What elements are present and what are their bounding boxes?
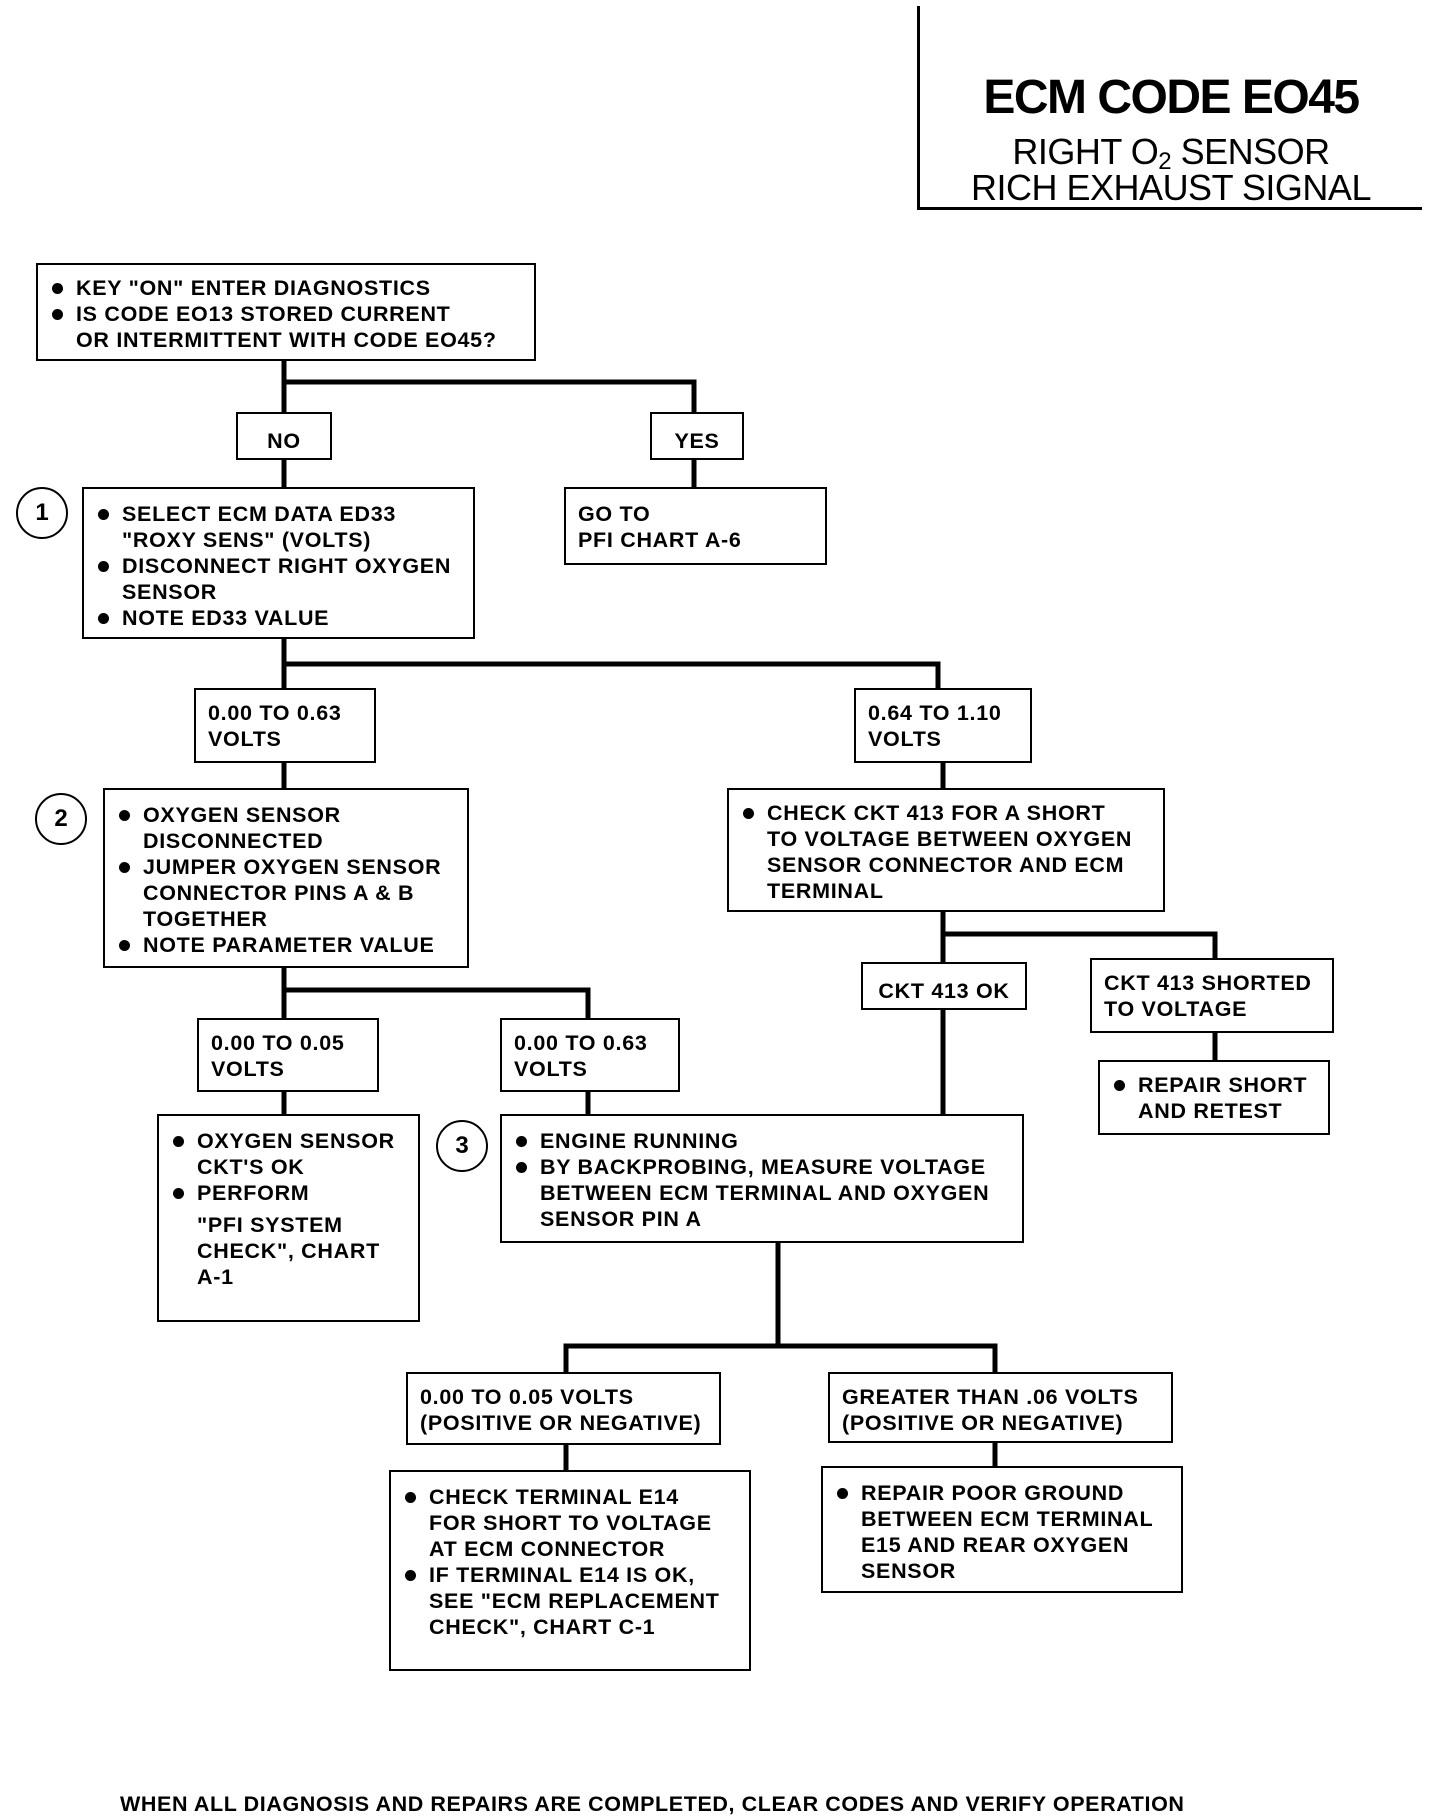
- step-1-item: SELECT ECM DATA ED33"ROXY SENS" (VOLTS): [96, 501, 473, 553]
- step-1-item: NOTE ED33 VALUE: [96, 605, 473, 631]
- branch-yes-label: YES: [650, 412, 744, 460]
- check-e14-item: IF TERMINAL E14 IS OK,SEE "ECM REPLACEME…: [403, 1562, 749, 1640]
- start-box: KEY "ON" ENTER DIAGNOSTICS IS CODE EO13 …: [36, 263, 536, 361]
- title-block: ECM CODE EO45 RIGHT O2 SENSOR RICH EXHAU…: [917, 6, 1422, 210]
- goto-chart-box: GO TO PFI CHART A-6: [564, 487, 827, 565]
- range3-low-box: 0.00 TO 0.05 VOLTS(POSITIVE OR NEGATIVE): [406, 1372, 721, 1445]
- branch-no-label: NO: [236, 412, 332, 460]
- step-1-box: SELECT ECM DATA ED33"ROXY SENS" (VOLTS) …: [82, 487, 475, 639]
- step-3-box: ENGINE RUNNING BY BACKPROBING, MEASURE V…: [500, 1114, 1024, 1243]
- range3-high-box: GREATER THAN .06 VOLTS(POSITIVE OR NEGAT…: [828, 1372, 1173, 1443]
- chart-subtitle-line1: RIGHT O2 SENSOR: [1012, 131, 1330, 175]
- footer-note: WHEN ALL DIAGNOSIS AND REPAIRS ARE COMPL…: [120, 1792, 1185, 1816]
- ckt-ok-label: CKT 413 OK: [861, 962, 1027, 1010]
- step-2-item: NOTE PARAMETER VALUE: [117, 932, 467, 958]
- step-3-marker: 3: [436, 1120, 488, 1172]
- chart-subtitle-line2: RICH EXHAUST SIGNAL: [971, 167, 1371, 208]
- chart-title: ECM CODE EO45: [983, 71, 1360, 124]
- step-3-item: ENGINE RUNNING: [514, 1128, 1022, 1154]
- step-2-marker: 2: [35, 793, 87, 845]
- step-1-marker: 1: [16, 487, 68, 539]
- start-item: KEY "ON" ENTER DIAGNOSTICS: [50, 275, 534, 301]
